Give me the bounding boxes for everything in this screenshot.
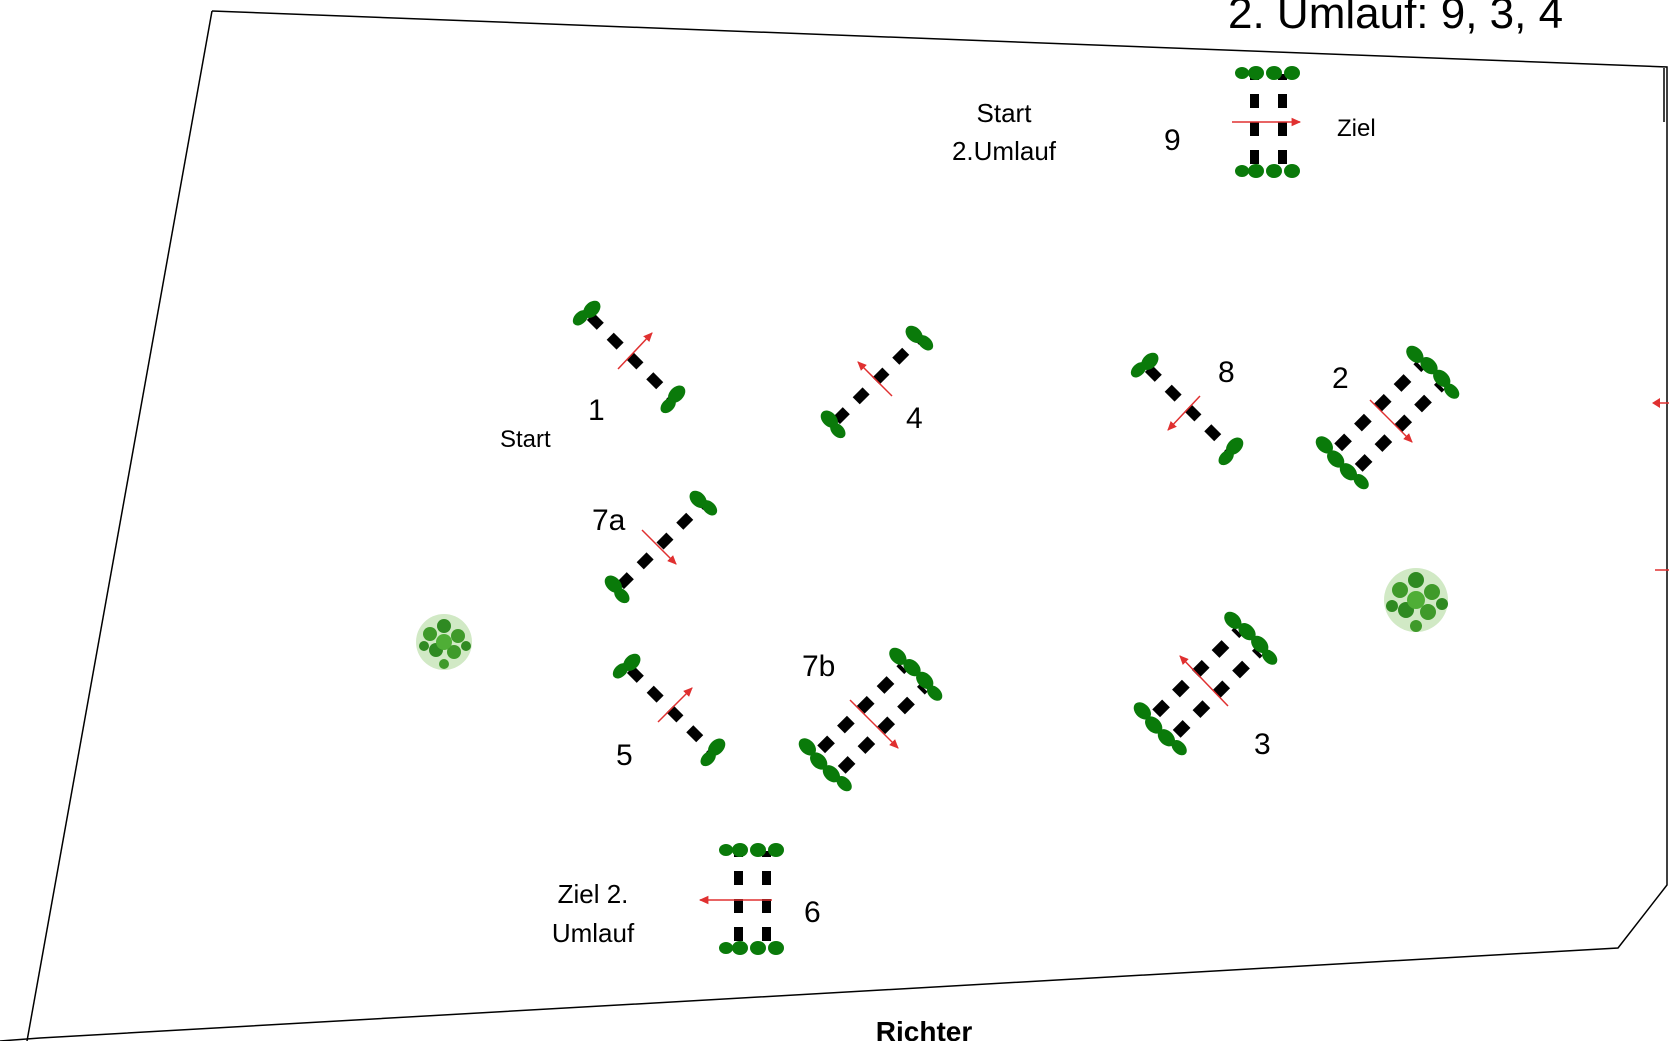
start-round2-label-line2: 2.Umlauf [952,136,1057,166]
finish-round2-label-line1: Ziel 2. [558,879,629,909]
obstacle-7a[interactable] [601,487,721,607]
obstacle-number-2: 2 [1332,362,1349,395]
obstacle-number-6: 6 [804,896,821,929]
obstacle-9[interactable] [1235,66,1300,178]
arrow-8 [1167,395,1201,431]
finish-label: Ziel [1337,115,1376,142]
bush-icon [416,614,472,670]
obstacle-number-7b: 7b [802,650,835,683]
round2-order-text: 2. Umlauf: 9, 3, 4 [1228,0,1563,38]
offscreen-arrow-right-1 [1652,398,1669,408]
arrow-7a [641,529,677,565]
bush-icon [1384,568,1448,632]
arrow-1 [617,332,653,370]
obstacle-number-9: 9 [1164,124,1181,157]
judge-label: Richter [876,1016,973,1041]
obstacle-number-1: 1 [588,394,605,427]
arrow-5 [657,687,693,723]
start-label: Start [500,426,551,453]
arena-left-edge [26,10,213,1041]
arrow-2 [1369,399,1413,443]
finish-round2-label-line2: Umlauf [552,918,635,948]
obstacle-number-3: 3 [1254,728,1271,761]
arena-boundary [0,10,1668,1041]
arrow-4 [857,361,893,397]
start-round2-label-line1: Start [977,98,1033,128]
obstacle-6[interactable] [719,843,784,955]
obstacle-number-8: 8 [1218,356,1235,389]
obstacle-number-5: 5 [616,739,633,772]
obstacle-number-4: 4 [906,402,923,435]
obstacle-number-7a: 7a [592,504,626,537]
arrow-7b [849,699,899,749]
arrow-3 [1179,655,1229,707]
